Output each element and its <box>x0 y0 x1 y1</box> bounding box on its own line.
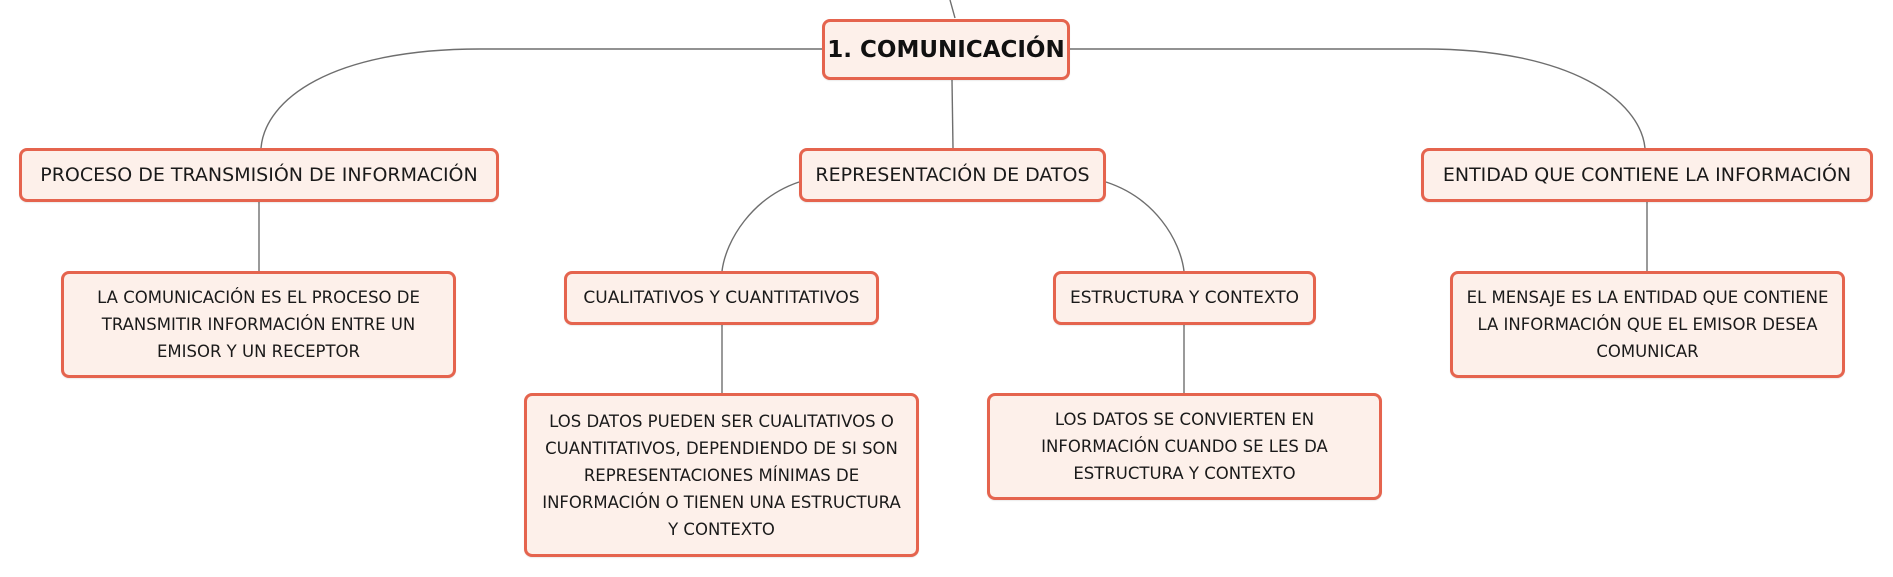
entity-description-node[interactable]: EL MENSAJE ES LA ENTIDAD QUE CONTIENE LA… <box>1450 271 1845 378</box>
connector-data-structure <box>1105 181 1185 272</box>
connector-root-incoming <box>949 0 956 19</box>
structure-context-label: ESTRUCTURA Y CONTEXTO <box>1069 288 1300 308</box>
data-representation-node[interactable]: REPRESENTACIÓN DE DATOS <box>799 148 1106 202</box>
connector-root-data <box>951 79 954 149</box>
connector-data-qualitative <box>721 181 800 272</box>
entity-description-text: EL MENSAJE ES LA ENTIDAD QUE CONTIENE LA… <box>1466 288 1829 361</box>
qualitative-description-node[interactable]: LOS DATOS PUEDEN SER CUALITATIVOS O CUAN… <box>524 393 919 557</box>
structure-description-text: LOS DATOS SE CONVIERTEN EN INFORMACIÓN C… <box>1041 410 1328 483</box>
qualitative-quantitative-label: CUALITATIVOS Y CUANTITATIVOS <box>583 288 860 308</box>
connector-root-process <box>260 48 822 149</box>
process-description-text: LA COMUNICACIÓN ES EL PROCESO DE TRANSMI… <box>97 288 420 361</box>
structure-context-node[interactable]: ESTRUCTURA Y CONTEXTO <box>1053 271 1316 325</box>
root-node-label: 1. COMUNICACIÓN <box>827 36 1065 63</box>
entity-node-label: ENTIDAD QUE CONTIENE LA INFORMACIÓN <box>1442 164 1852 186</box>
process-node-label: PROCESO DE TRANSMISIÓN DE INFORMACIÓN <box>40 164 478 186</box>
root-node[interactable]: 1. COMUNICACIÓN <box>822 19 1070 80</box>
qualitative-quantitative-node[interactable]: CUALITATIVOS Y CUANTITATIVOS <box>564 271 879 325</box>
structure-description-node[interactable]: LOS DATOS SE CONVIERTEN EN INFORMACIÓN C… <box>987 393 1382 500</box>
process-node[interactable]: PROCESO DE TRANSMISIÓN DE INFORMACIÓN <box>19 148 499 202</box>
entity-node[interactable]: ENTIDAD QUE CONTIENE LA INFORMACIÓN <box>1421 148 1873 202</box>
connector-root-entity <box>1070 48 1646 149</box>
qualitative-description-text: LOS DATOS PUEDEN SER CUALITATIVOS O CUAN… <box>542 411 901 539</box>
data-representation-node-label: REPRESENTACIÓN DE DATOS <box>815 164 1090 186</box>
process-description-node[interactable]: LA COMUNICACIÓN ES EL PROCESO DE TRANSMI… <box>61 271 456 378</box>
